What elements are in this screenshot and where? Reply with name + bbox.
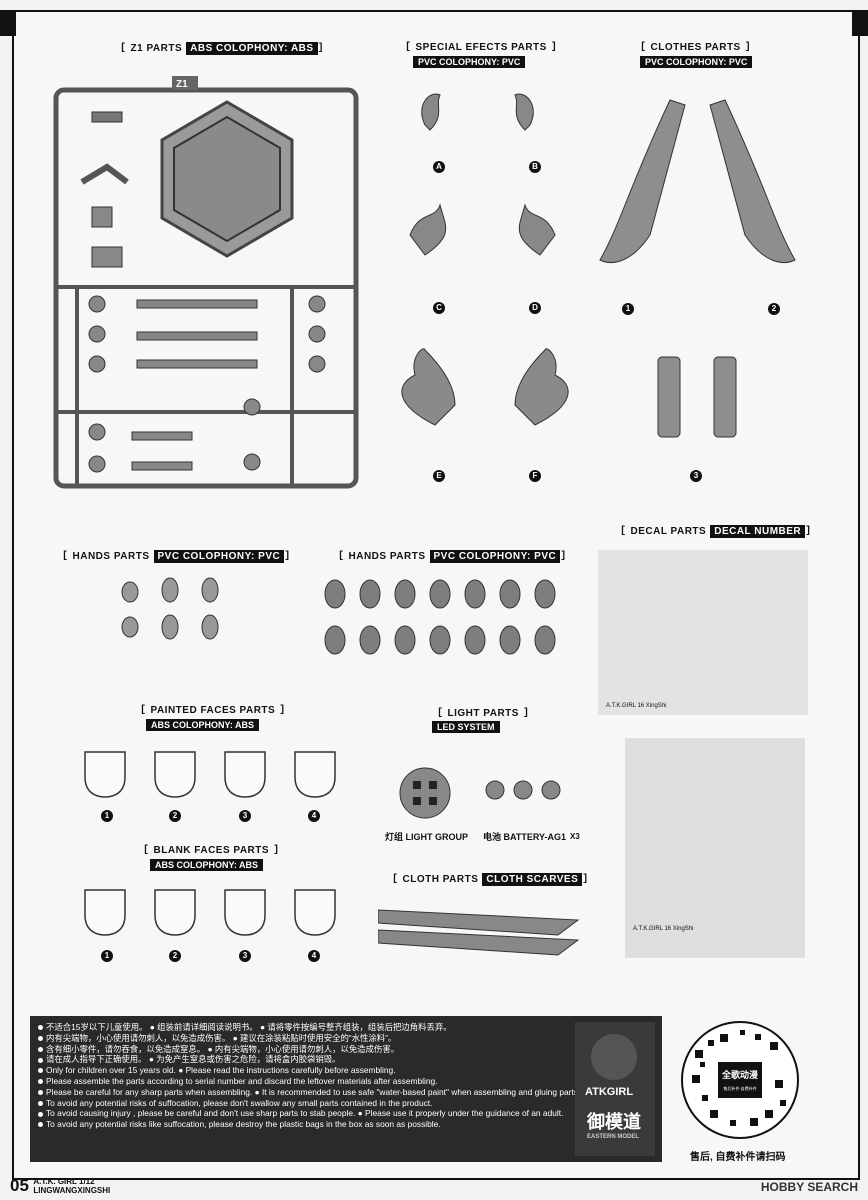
light-group-label: 灯组 LIGHT GROUP (385, 832, 468, 842)
decal-title: DECAL PARTS (630, 526, 707, 537)
battery-count: X3 (570, 832, 580, 841)
cloth-scarves (378, 909, 580, 956)
notice-2: 内有尖端物，小心使用请勿刺人，以免造成伤害。 ● 建议在涂装粘贴时使用安全的“水… (46, 1032, 397, 1043)
clothes-label-2: 2 (768, 303, 780, 315)
decal-sheet-2-text: A.T.K.GIRL 16 XingShi (633, 926, 694, 932)
z1-tag: Z1 (176, 79, 188, 90)
painted-sub: ABS COLOPHONY: ABS (146, 719, 260, 731)
hands2-title: HANDS PARTS (348, 551, 426, 562)
z1-tag-bg (172, 76, 198, 90)
notice-6: Please assemble the parts according to s… (46, 1075, 438, 1086)
corner-mark-right (852, 10, 868, 36)
blank-label-1: 1 (101, 950, 113, 962)
qr-code-icon[interactable]: 全歌动漫 售后补件·自费补件 (680, 1020, 800, 1140)
battery-label: 电池 BATTERY-AG1 (483, 832, 567, 842)
qr-caption: 售后, 自费补件请扫码 (690, 1152, 786, 1163)
hands1-badge: PVC COLOPHONY: PVC (153, 550, 285, 563)
special-label-b: B (529, 161, 541, 173)
footer-line1: A.T.K. GIRL 1/12 (33, 1177, 95, 1186)
clothes-title: CLOTHES PARTS (650, 42, 741, 53)
footer-line2: LINGWANGXINGSHI (33, 1186, 111, 1195)
hands1-parts (121, 577, 219, 640)
painted-label-3: 3 (239, 810, 251, 822)
blank-faces (84, 889, 336, 936)
painted-label-2: 2 (169, 810, 181, 822)
special-header: [SPECIAL EFECTS PARTS] (405, 42, 558, 53)
notice-3: 含有细小零件，请勿吞食，以免造成窒息。 ● 内有尖端物，小心使用请勿刺人，以免造… (46, 1043, 400, 1054)
notice-7: Please be careful for any sharp parts wh… (46, 1086, 581, 1097)
special-title: SPECIAL EFECTS PARTS (415, 42, 547, 53)
special-label-f: F (529, 470, 541, 482)
notice-1: 不适合15岁以下儿童使用。 ● 组装前请详细阅读说明书。 ● 请将零件按编号整齐… (46, 1022, 452, 1032)
z1-title: Z1 PARTS (130, 43, 183, 54)
light-parts (399, 767, 561, 819)
blank-label-4: 4 (308, 950, 320, 962)
page-number: 05 (10, 1176, 29, 1195)
hands2-parts (324, 579, 556, 655)
special-label-d: D (529, 302, 541, 314)
painted-header: [PAINTED FACES PARTS] (140, 705, 286, 716)
clothes-sub: PVC COLOPHONY: PVC (640, 56, 753, 68)
special-effects-parts (401, 93, 569, 426)
brand-cn: 御模道 (587, 1112, 641, 1133)
clothes-parts (599, 99, 796, 438)
qr-badge-sub: 售后补件·自费补件 (723, 1085, 756, 1091)
page-frame-top (12, 10, 856, 12)
z1-sprue: Z1 (53, 76, 359, 489)
blank-sub: ABS COLOPHONY: ABS (150, 859, 264, 871)
brand-sub: EASTERN MODEL (587, 1134, 640, 1140)
decal-badge: DECAL NUMBER (710, 525, 806, 538)
notice-4: 请在成人指导下正确使用。 ● 为免产生窒息或伤害之危险，请将盒内胶袋销毁。 (46, 1054, 341, 1065)
painted-title: PAINTED FACES PARTS (150, 705, 276, 716)
safety-notice: 不适合15岁以下儿童使用。 ● 组装前请详细阅读说明书。 ● 请将零件按编号整齐… (30, 1016, 662, 1162)
hands2-badge: PVC COLOPHONY: PVC (429, 550, 561, 563)
notice-8: To avoid any potential risks of suffocat… (46, 1097, 433, 1108)
special-label-c: C (433, 302, 445, 314)
page-footer: 05 A.T.K. GIRL 1/12 LINGWANGXINGSHI (10, 1176, 110, 1196)
clothes-label-1: 1 (622, 303, 634, 315)
brand-emblem-icon (591, 1034, 637, 1080)
z1-badge: ABS COLOPHONY: ABS (186, 42, 318, 55)
light-sub: LED SYSTEM (432, 721, 500, 733)
decal-sheet-1: A.T.K.GIRL 16 XingShi (598, 550, 808, 715)
blank-title: BLANK FACES PARTS (153, 845, 270, 856)
notice-5: Only for children over 15 years old. ● P… (46, 1065, 396, 1076)
notice-9: To avoid causing injury , please be care… (46, 1108, 564, 1119)
blank-label-2: 2 (169, 950, 181, 962)
light-header: [LIGHT PARTS] (437, 708, 530, 719)
qr-badge: 全歌动漫 (721, 1069, 759, 1080)
decal-sheet-2: A.T.K.GIRL 16 XingShi (625, 738, 805, 958)
special-sub: PVC COLOPHONY: PVC (413, 56, 526, 68)
corner-mark-left (0, 10, 16, 36)
cloth-badge: CLOTH SCARVES (482, 873, 583, 886)
clothes-label-3: 3 (690, 470, 702, 482)
special-label-a: A (433, 161, 445, 173)
painted-faces (84, 751, 336, 798)
decal-sheet-1-text: A.T.K.GIRL 16 XingShi (606, 703, 667, 709)
cloth-title: CLOTH PARTS (402, 874, 479, 885)
painted-label-1: 1 (101, 810, 113, 822)
blank-label-3: 3 (239, 950, 251, 962)
brand-logo-box: ATKGIRL 御模道 EASTERN MODEL (575, 1022, 655, 1156)
blank-header: [BLANK FACES PARTS] (143, 845, 280, 856)
clothes-header: [CLOTHES PARTS] (640, 42, 752, 53)
watermark: HOBBY SEARCH (760, 1180, 858, 1194)
painted-label-4: 4 (308, 810, 320, 822)
notice-10: To avoid any potential risks like suffoc… (46, 1119, 441, 1130)
hands1-title: HANDS PARTS (72, 551, 150, 562)
light-title: LIGHT PARTS (447, 708, 519, 719)
special-label-e: E (433, 470, 445, 482)
brand-name: ATKGIRL (585, 1086, 634, 1098)
